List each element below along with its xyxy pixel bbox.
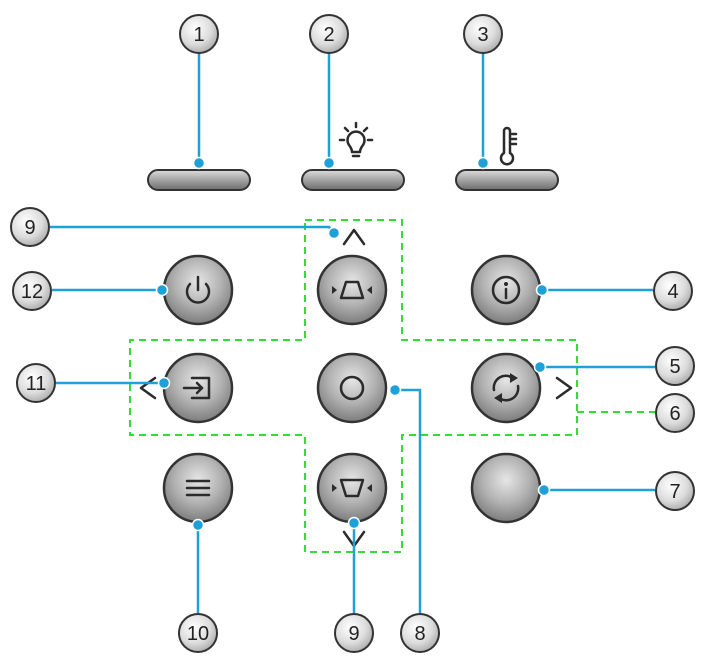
- leader-8: [395, 388, 422, 613]
- svg-text:10: 10: [187, 623, 209, 645]
- info-icon: [491, 275, 521, 305]
- blank-button[interactable]: [470, 452, 542, 524]
- leader-dot-9-top: [327, 226, 341, 240]
- leader-dot-7: [537, 483, 551, 497]
- leader-dot-11: [157, 376, 171, 390]
- power-led-bar: [147, 169, 251, 191]
- keystone-down-icon: [332, 478, 372, 498]
- leader-dot-9-bottom: [347, 516, 361, 530]
- svg-text:8: 8: [414, 623, 425, 645]
- chevron-right-icon: [555, 376, 573, 400]
- svg-text:4: 4: [667, 281, 678, 303]
- leader-dot-5: [533, 360, 547, 374]
- resync-icon: [492, 373, 520, 403]
- leader-dot-8: [388, 383, 402, 397]
- navigation-zone-outline: [129, 219, 578, 553]
- circle-icon: [339, 375, 365, 401]
- callout-6: 6: [655, 393, 695, 433]
- enter-button[interactable]: [316, 352, 388, 424]
- lamp-icon: [338, 121, 374, 158]
- svg-text:6: 6: [669, 403, 680, 425]
- leader-9-top: [50, 225, 335, 233]
- callout-3: 3: [463, 14, 503, 54]
- leader-dot-10: [191, 518, 205, 532]
- leader-dot-12: [155, 283, 169, 297]
- svg-text:5: 5: [669, 356, 680, 378]
- callout-1: 1: [179, 14, 219, 54]
- keystone-up-button[interactable]: [316, 254, 388, 326]
- svg-text:3: 3: [477, 24, 488, 46]
- leader-dot-1: [192, 156, 206, 170]
- chevron-left-icon: [139, 376, 157, 400]
- svg-text:11: 11: [26, 373, 47, 395]
- callout-8: 8: [400, 613, 440, 653]
- resync-button[interactable]: [470, 352, 542, 424]
- temp-led-bar: [455, 169, 559, 191]
- power-button[interactable]: [162, 254, 234, 326]
- source-input-icon: [182, 376, 211, 400]
- svg-text:7: 7: [669, 481, 680, 503]
- chevron-up-icon: [342, 228, 366, 246]
- keystone-down-button[interactable]: [316, 452, 388, 524]
- menu-button[interactable]: [162, 452, 234, 524]
- lamp-led-bar: [301, 169, 405, 191]
- source-button[interactable]: [162, 352, 234, 424]
- menu-icon: [185, 479, 211, 497]
- svg-text:9: 9: [348, 623, 359, 645]
- svg-text:1: 1: [193, 24, 204, 46]
- svg-text:9: 9: [24, 217, 35, 239]
- power-icon: [185, 275, 211, 304]
- callout-11: 11: [16, 363, 56, 403]
- svg-text:2: 2: [323, 24, 334, 46]
- callout-9-top: 9: [10, 207, 50, 247]
- leader-dot-2: [322, 156, 336, 170]
- info-button[interactable]: [470, 254, 542, 326]
- callout-7: 7: [655, 471, 695, 511]
- leader-dot-4: [535, 283, 549, 297]
- callout-2: 2: [309, 14, 349, 54]
- svg-text:12: 12: [21, 281, 43, 303]
- keystone-up-icon: [332, 280, 372, 300]
- thermometer-icon: [499, 126, 518, 166]
- leader-dot-3: [476, 156, 490, 170]
- callout-10: 10: [178, 613, 218, 653]
- callout-5: 5: [655, 346, 695, 386]
- callout-12: 12: [12, 271, 52, 311]
- callout-9-bottom: 9: [334, 613, 374, 653]
- callout-4: 4: [653, 271, 693, 311]
